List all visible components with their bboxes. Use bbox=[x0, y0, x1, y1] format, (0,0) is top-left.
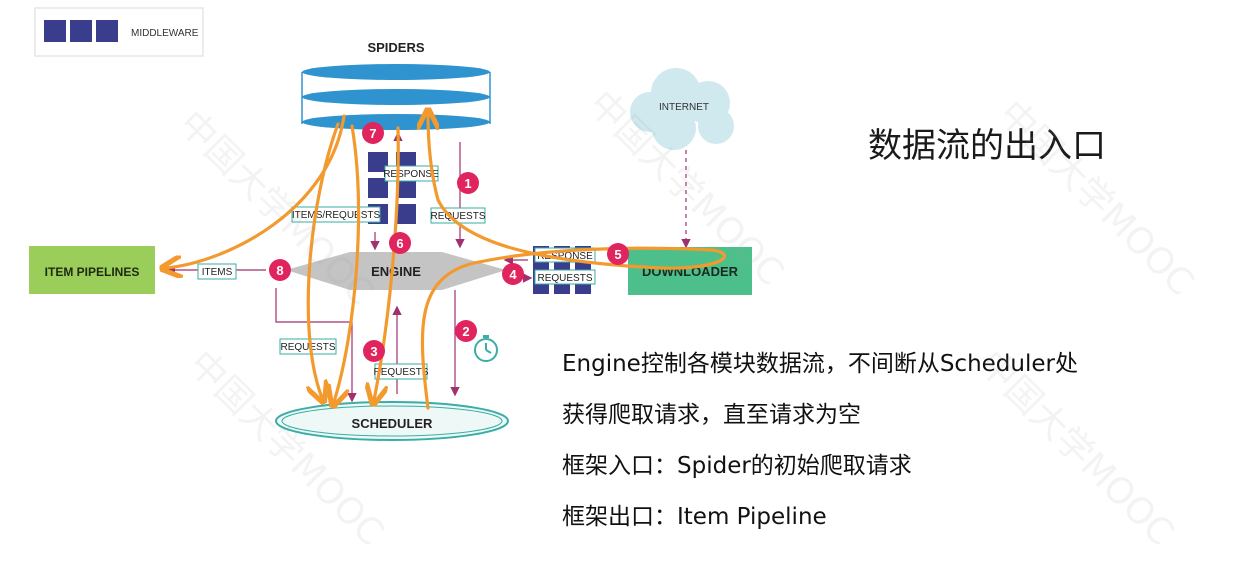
spiders-component: SPIDERS bbox=[301, 40, 491, 130]
middleware-swatch bbox=[44, 20, 66, 42]
flow-label-items-requests: ITEMS/REQUESTS bbox=[292, 210, 381, 221]
engine-component: ENGINE bbox=[286, 252, 506, 290]
engine-label: ENGINE bbox=[371, 264, 421, 279]
flow-label-response-downloader: RESPONSE bbox=[537, 251, 593, 262]
step-3-badge: 3 bbox=[370, 344, 377, 359]
step-1-badge: 1 bbox=[464, 176, 471, 191]
step-4-badge: 4 bbox=[509, 267, 517, 282]
middleware-swatch bbox=[96, 20, 118, 42]
note-line: 框架出口：Item Pipeline bbox=[562, 504, 827, 530]
notes-list: Engine控制各模块数据流，不间断从Scheduler处 获得爬取请求，直至请… bbox=[562, 342, 1252, 546]
slide-title: 数据流的出入口 bbox=[868, 126, 1106, 166]
flow-label-requests-top: REQUESTS bbox=[430, 211, 485, 222]
item-pipelines-label: ITEM PIPELINES bbox=[45, 265, 140, 279]
timer-icon bbox=[474, 335, 498, 362]
step-5-badge: 5 bbox=[614, 247, 621, 262]
step-8-badge: 8 bbox=[276, 263, 283, 278]
downloader-component: DOWNLOADER bbox=[628, 247, 752, 295]
flow-label-requests-left: REQUESTS bbox=[280, 342, 335, 353]
note-line: Engine控制各模块数据流，不间断从Scheduler处 bbox=[562, 351, 1078, 377]
scheduler-component: SCHEDULER bbox=[275, 401, 509, 441]
internet-label: INTERNET bbox=[659, 102, 709, 113]
note-line: 框架入口：Spider的初始爬取请求 bbox=[562, 453, 912, 479]
flow-label-requests-scheduler: REQUESTS bbox=[373, 367, 428, 378]
flow-label-response-top: RESPONSE bbox=[383, 169, 439, 180]
flow-label-items: ITEMS bbox=[202, 267, 233, 278]
spiders-label: SPIDERS bbox=[367, 40, 424, 55]
step-2-badge: 2 bbox=[462, 324, 469, 339]
flow-label-requests-downloader: REQUESTS bbox=[537, 273, 592, 284]
internet-cloud: INTERNET bbox=[630, 68, 734, 150]
middleware-label: MIDDLEWARE bbox=[131, 28, 199, 39]
middleware-swatch bbox=[70, 20, 92, 42]
item-pipelines-component: ITEM PIPELINES bbox=[29, 246, 155, 294]
note-line: 获得爬取请求，直至请求为空 bbox=[562, 402, 861, 428]
step-7-badge: 7 bbox=[369, 126, 376, 141]
orange-flow-paths bbox=[166, 114, 726, 408]
middleware-legend: MIDDLEWARE bbox=[34, 7, 204, 57]
scheduler-label: SCHEDULER bbox=[352, 416, 434, 431]
step-6-badge: 6 bbox=[396, 236, 403, 251]
